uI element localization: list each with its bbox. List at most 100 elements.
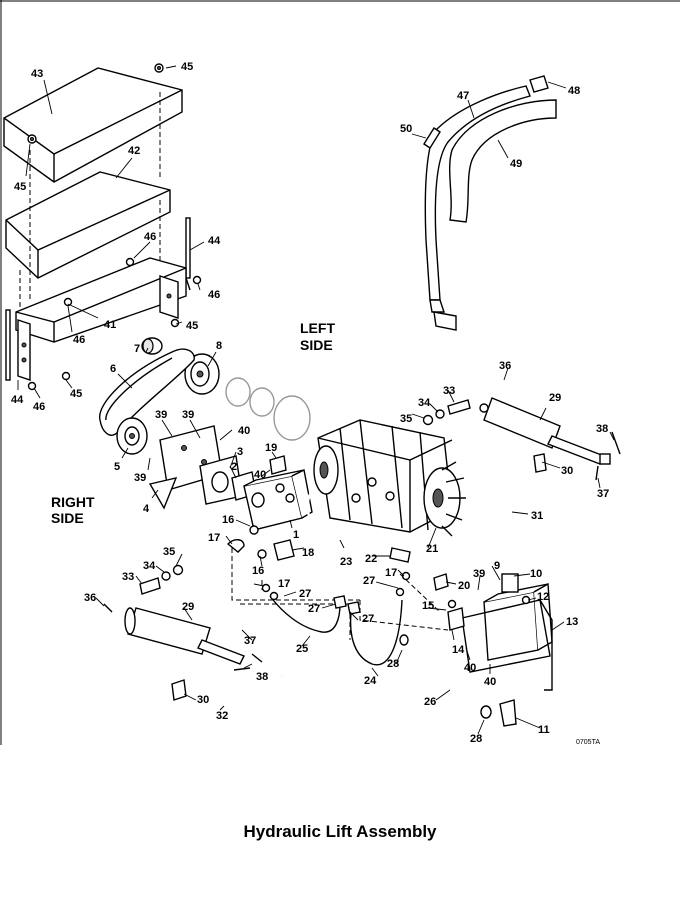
callout-50: 50	[400, 123, 412, 135]
callout-23: 23	[340, 556, 352, 568]
callout-36: 36	[84, 592, 96, 604]
callout-26: 26	[424, 696, 436, 708]
fitting-part-14	[447, 607, 465, 631]
left-side-label-line2: SIDE	[300, 337, 333, 353]
callout-46: 46	[33, 401, 45, 413]
bracket-part-13	[461, 599, 553, 691]
pin-part-38-left	[611, 431, 621, 455]
callout-28: 28	[470, 733, 482, 745]
nut-part-45-c	[170, 318, 180, 328]
rod-part-44-left	[5, 309, 11, 381]
callout-44: 44	[11, 394, 24, 406]
fitting-part-27-a	[269, 591, 279, 601]
fitting-part-15	[447, 599, 457, 609]
callout-33: 33	[122, 571, 134, 583]
callout-16: 16	[252, 565, 264, 577]
callout-27: 27	[308, 603, 320, 615]
clamp-part-28-lower	[480, 705, 492, 719]
fitting-part-17-b	[261, 583, 271, 593]
fitting-part-30-right	[171, 679, 187, 701]
lower-cover-part-42	[5, 171, 171, 279]
callout-29: 29	[182, 601, 194, 613]
fan-part-21	[423, 461, 466, 537]
callout-44: 44	[208, 235, 221, 247]
callout-6: 6	[110, 363, 116, 375]
washer-part-34-right	[161, 571, 171, 581]
ghost-pump-outline	[225, 377, 311, 441]
nut-part-35-right	[172, 564, 184, 576]
fitting-part-19	[269, 455, 287, 475]
callout-10: 10	[530, 568, 542, 580]
callout-35: 35	[400, 413, 412, 425]
callout-29: 29	[549, 392, 561, 404]
callout-36: 36	[499, 360, 511, 372]
callout-11: 11	[538, 724, 550, 736]
pin-part-36-right	[103, 603, 113, 613]
callout-labels: 43 45 45 42 46 44 46 41 45 46 44 46 45 7…	[11, 61, 609, 745]
callout-35: 35	[163, 546, 175, 558]
callout-33: 33	[443, 385, 455, 397]
fitting-part-30-left	[533, 453, 547, 473]
callout-22: 22	[365, 553, 377, 565]
fitting-part-16	[249, 525, 259, 535]
hose-part-31	[457, 434, 537, 544]
elbow-part-18	[273, 539, 295, 561]
fitting-part-27-c	[347, 601, 361, 615]
lift-cylinder-part-29-right	[124, 607, 245, 665]
clip-part-37-right	[251, 653, 263, 663]
callout-leader-lines	[17, 65, 615, 735]
callout-16: 16	[222, 514, 234, 526]
hydraulic-pump-part-1	[243, 468, 313, 531]
callout-39: 39	[182, 409, 194, 421]
nut-part-45-d	[61, 371, 71, 381]
bolt-part-45	[154, 63, 164, 73]
callout-20: 20	[458, 580, 470, 592]
fitting-part-22	[389, 547, 411, 563]
callout-32: 32	[216, 710, 228, 722]
callout-24: 24	[364, 675, 377, 687]
lift-cylinder-part-29-left	[479, 397, 611, 465]
callout-39: 39	[473, 568, 485, 580]
transmission-housing	[313, 419, 453, 533]
callout-4: 4	[143, 503, 150, 515]
callout-34: 34	[418, 397, 431, 409]
cap-part-48	[529, 75, 549, 93]
callout-27: 27	[299, 588, 311, 600]
callout-49: 49	[510, 158, 522, 170]
callout-39: 39	[134, 472, 146, 484]
callout-47: 47	[457, 90, 469, 102]
pin-part-38-right	[233, 667, 251, 671]
callout-17: 17	[208, 532, 220, 544]
nut-part-46-d	[27, 381, 37, 391]
callout-45: 45	[14, 181, 26, 193]
callout-21: 21	[426, 543, 438, 555]
callout-42: 42	[128, 145, 140, 157]
clamp-part-28-mid	[399, 634, 409, 646]
callout-46: 46	[73, 334, 85, 346]
bolt-part-33-right	[139, 577, 161, 595]
callout-46: 46	[144, 231, 156, 243]
callout-13: 13	[566, 616, 578, 628]
callout-17: 17	[278, 578, 290, 590]
callout-30: 30	[197, 694, 209, 706]
callout-28: 28	[387, 658, 399, 670]
callout-31: 31	[531, 510, 543, 522]
right-side-label-line1: RIGHT	[51, 494, 95, 510]
callout-45: 45	[181, 61, 193, 73]
hose-part-24	[349, 599, 403, 666]
hose-part-25	[269, 595, 341, 633]
hose-part-26	[402, 647, 486, 715]
callout-45: 45	[70, 388, 82, 400]
top-cover-part-43	[3, 67, 183, 183]
pulley-part-5	[116, 417, 148, 455]
callout-41: 41	[104, 319, 116, 331]
callout-19: 19	[265, 442, 277, 454]
fitting-part-27-mid	[395, 587, 405, 597]
hose-part-32	[120, 658, 283, 714]
filter-part-11	[499, 699, 517, 727]
fitting-part-20	[433, 573, 449, 591]
right-side-label-line2: SIDE	[51, 510, 84, 526]
callout-46: 46	[208, 289, 220, 301]
callout-25: 25	[296, 643, 308, 655]
